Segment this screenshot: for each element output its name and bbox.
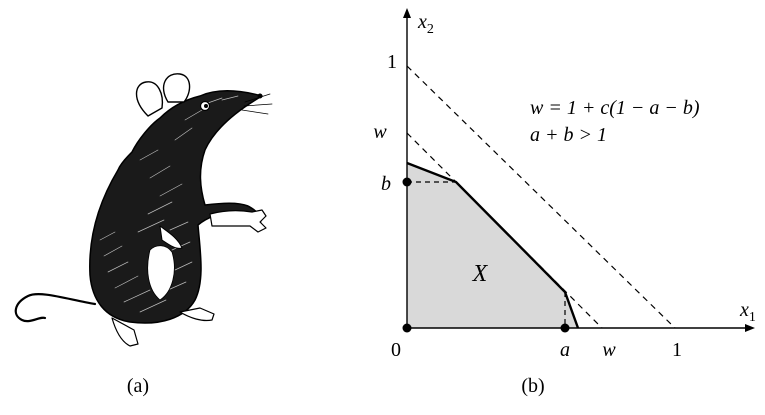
equation-2: a + b > 1 <box>530 124 607 146</box>
mouse-tail <box>16 294 95 321</box>
x-axis-label: x1 <box>739 299 756 325</box>
y-axis-arrow <box>403 8 411 18</box>
y-tick-b: b <box>381 173 391 195</box>
point-a <box>561 324 570 333</box>
y-tick-w: w <box>373 121 387 143</box>
mouse-front-paw <box>210 210 266 232</box>
x-tick-1: 1 <box>672 339 682 361</box>
diagram-b: x2 x1 0 a w 1 1 w b X w = 1 + c(1 − a − … <box>373 8 756 361</box>
caption-b: (b) <box>521 375 544 397</box>
region-label: X <box>472 261 489 287</box>
caption-a: (a) <box>127 375 149 397</box>
origin-point <box>403 324 412 333</box>
equation-1: w = 1 + c(1 − a − b) <box>530 97 700 119</box>
mouse-ear-front <box>164 74 190 102</box>
origin-label: 0 <box>391 339 401 361</box>
mouse-illustration <box>16 74 272 346</box>
mouse-body <box>90 91 262 323</box>
x-axis-arrow <box>745 324 755 332</box>
x-tick-w: w <box>602 339 616 361</box>
region-x <box>407 163 578 328</box>
y-tick-1: 1 <box>387 51 397 73</box>
point-b <box>403 178 412 187</box>
y-axis-label: x2 <box>417 11 434 37</box>
x-tick-a: a <box>560 339 570 361</box>
mouse-ear-back <box>137 82 163 116</box>
